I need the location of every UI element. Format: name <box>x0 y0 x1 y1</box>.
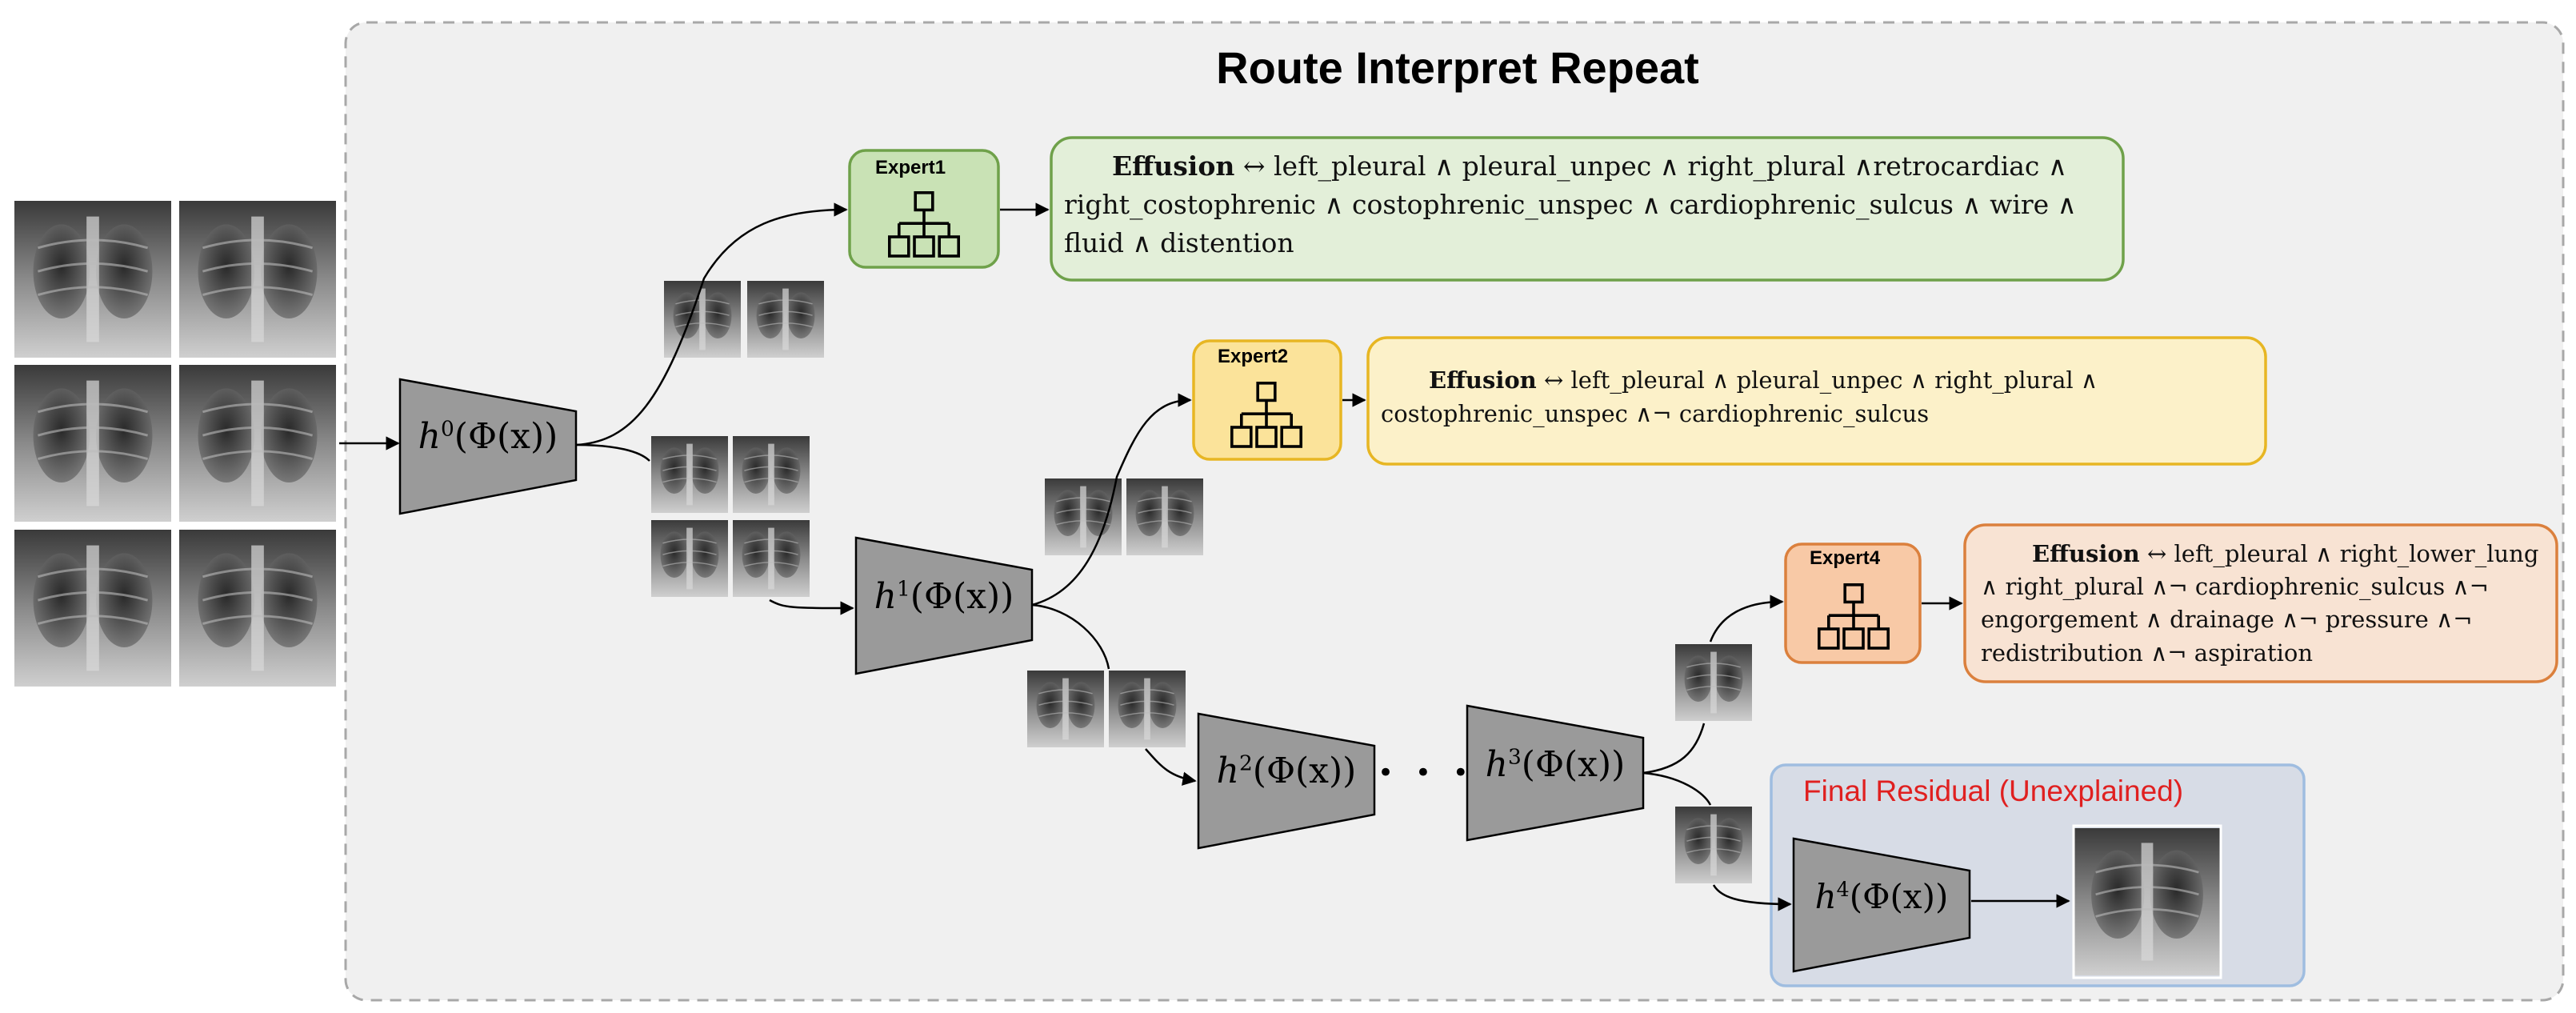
xray-image <box>747 280 824 358</box>
selector-h0 <box>398 378 578 515</box>
input-images-grid <box>14 200 336 688</box>
expert2-rule-term: Effusion <box>1429 366 1537 394</box>
xray-image <box>1045 478 1122 556</box>
xray-image <box>651 519 728 598</box>
selector-h1-label: h1(Φ(x)) <box>874 576 1014 617</box>
selector-h1 <box>854 536 1034 675</box>
expert2-label: Expert2 <box>1218 346 1289 367</box>
expert1-rule-text: ↔ left_pleural ∧ pleural_unpec ∧ right_p… <box>1064 150 2077 258</box>
expert2-rule: Effusion ↔ left_pleural ∧ pleural_unpec … <box>1381 363 2266 430</box>
xray-image <box>14 363 171 523</box>
xray-image <box>14 528 171 688</box>
selector-h3-label: h3(Φ(x)) <box>1485 744 1626 785</box>
selector-h4-label: h4(Φ(x)) <box>1814 877 1949 916</box>
expert4-label: Expert4 <box>1810 547 1881 569</box>
expert2-rule-text: ↔ left_pleural ∧ pleural_unpec ∧ right_p… <box>1381 366 2098 428</box>
routing-curves <box>575 202 1792 911</box>
xray-image <box>664 280 741 358</box>
selector-h4 <box>1792 837 1971 973</box>
xray-image <box>179 363 336 523</box>
xray-image <box>1126 478 1203 556</box>
selector-h2 <box>1197 712 1376 850</box>
ellipsis: • • • <box>1378 757 1475 789</box>
xray-image <box>1675 806 1752 884</box>
xray-image <box>2074 827 2221 977</box>
expert4-rule-term: Effusion <box>2032 540 2140 567</box>
selector-h3 <box>1466 704 1645 842</box>
expert4-rule: Effusion ↔ left_pleural ∧ right_lower_lu… <box>1981 538 2541 670</box>
xray-image <box>1675 643 1752 722</box>
xray-image <box>733 435 810 514</box>
expert1-rule-term: Effusion <box>1112 150 1235 182</box>
xray-image <box>1027 670 1104 748</box>
expert1-label: Expert1 <box>875 157 946 178</box>
expert2-rule-box <box>1366 336 2267 466</box>
xray-image <box>1109 670 1186 748</box>
expert1-rule: Effusion ↔ left_pleural ∧ pleural_unpec … <box>1064 147 2104 262</box>
xray-image <box>733 519 810 598</box>
expert4-rule-box <box>1963 523 2558 683</box>
expert1-rule-box <box>1050 136 2125 282</box>
xray-image <box>14 200 171 358</box>
xray-image <box>651 435 728 514</box>
diagram-title: Route Interpret Repeat <box>1216 42 1699 93</box>
xray-image <box>179 528 336 688</box>
residual-title: Final Residual (Unexplained) <box>1803 775 2184 807</box>
expert4-rule-text: ↔ left_pleural ∧ right_lower_lung ∧ righ… <box>1981 540 2539 667</box>
selector-h2-label: h2(Φ(x)) <box>1216 751 1357 791</box>
xray-image <box>179 200 336 358</box>
selector-h0-label: h0(Φ(x)) <box>418 416 558 457</box>
